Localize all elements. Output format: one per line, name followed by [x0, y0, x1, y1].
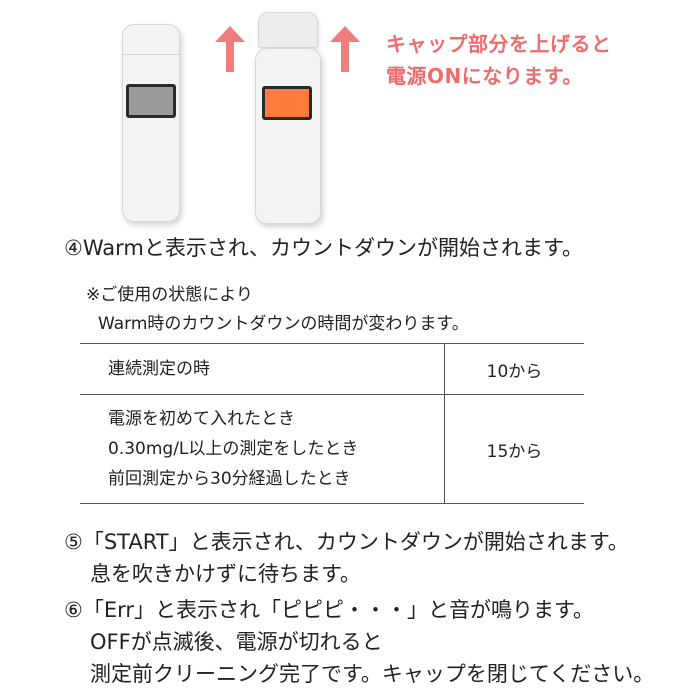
display-screen-off: [126, 84, 176, 118]
step4-text: ④Warmと表示され、カウントダウンが開始されます。: [64, 236, 583, 260]
arrow-up-icon: [215, 26, 245, 72]
table-row: 連続測定の時 10から: [80, 343, 584, 395]
step6-text: ⑥「Err」と表示され「ピピピ・・・」と音が鳴ります。: [64, 598, 594, 622]
breathalyzer-device-off: [122, 24, 180, 222]
step5-text: 息を吹きかけずに待ちます。: [90, 562, 361, 586]
caption-line: キャップ部分を上げると: [386, 32, 612, 56]
warm-countdown-table: 連続測定の時 10から 電源を初めて入れたとき 0.30mg/L以上の測定をした…: [80, 343, 584, 504]
cap-seam: [122, 54, 180, 55]
arrow-up-icon: [330, 26, 360, 72]
countdown-value-cell: 15から: [444, 394, 584, 504]
display-screen-on: [262, 86, 312, 120]
condition-text: 0.30mg/L以上の測定をしたとき: [108, 439, 359, 459]
condition-cell: 連続測定の時: [80, 343, 445, 395]
remark-line: ※ご使用の状態により: [86, 285, 253, 305]
remark-line: Warm時のカウントダウンの時間が変わります。: [98, 314, 469, 334]
step6-text: 測定前クリーニング完了です。キャップを閉じてください。: [90, 662, 655, 686]
caption-line: 電源ONになります。: [386, 64, 583, 88]
breathalyzer-device-on: [255, 48, 321, 224]
cap-instruction-caption: キャップ部分を上げると 電源ONになります。: [386, 28, 686, 92]
step5-text: ⑤「START」と表示され、カウントダウンが開始されます。: [64, 530, 629, 554]
step6-text: OFFが点滅後、電源が切れると: [90, 630, 383, 654]
table-row: 電源を初めて入れたとき 0.30mg/L以上の測定をしたとき 前回測定から30分…: [80, 394, 584, 504]
condition-cell: 電源を初めて入れたとき 0.30mg/L以上の測定をしたとき 前回測定から30分…: [80, 394, 445, 504]
condition-text: 電源を初めて入れたとき: [108, 409, 295, 429]
condition-text: 連続測定の時: [108, 359, 210, 379]
countdown-value-cell: 10から: [444, 343, 584, 395]
condition-text: 前回測定から30分経過したとき: [108, 469, 351, 489]
device-cap-lifted: [258, 12, 318, 48]
